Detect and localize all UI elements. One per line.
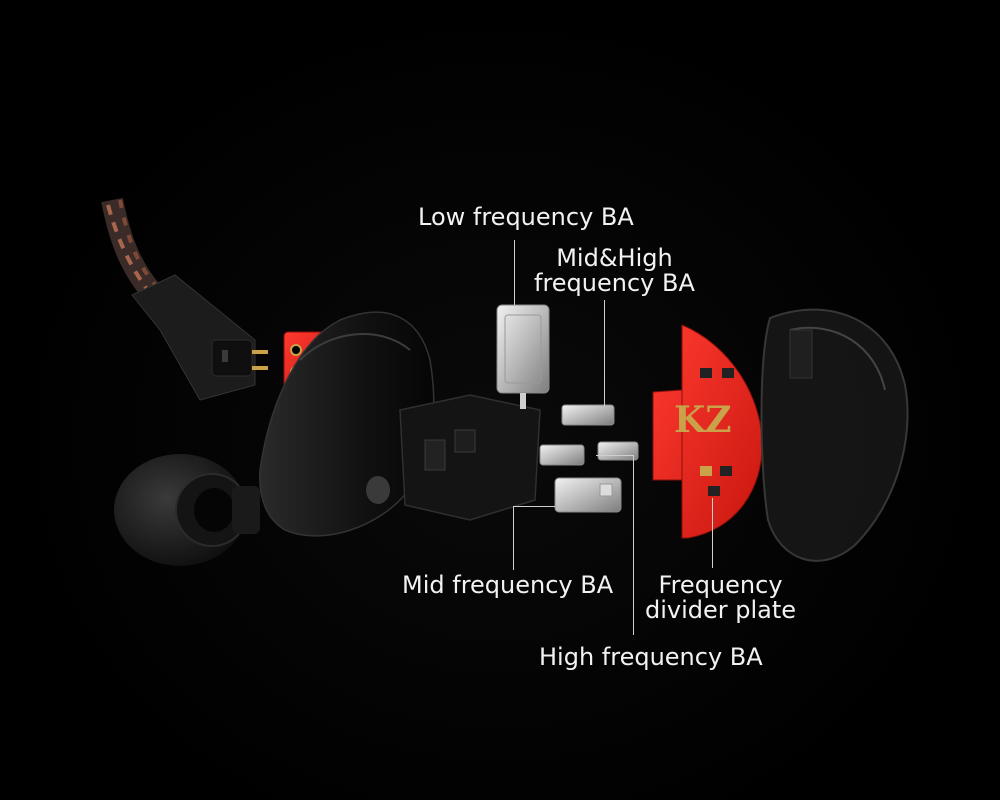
high-frequency-ba-driver: [597, 441, 639, 461]
label-mid-high-line1: Mid&High: [556, 244, 673, 272]
leader-divider: [712, 498, 713, 568]
kz-logo: KZ: [674, 399, 732, 441]
connector-plug: [131, 274, 268, 401]
leader-low: [514, 240, 515, 305]
label-mid-high-line2: frequency BA: [534, 269, 695, 298]
label-divider-line1: Frequency: [658, 571, 783, 599]
label-low-frequency-ba: Low frequency BA: [418, 203, 634, 231]
mid-frequency-ba-driver: [554, 477, 622, 513]
label-mid-frequency-ba: Mid frequency BA: [402, 571, 614, 599]
frequency-divider-plate: KZ: [652, 324, 763, 539]
leader-high-v: [633, 455, 634, 635]
cable: [101, 197, 159, 297]
mid-high-frequency-ba-driver: [561, 404, 615, 426]
label-divider-line2: divider plate: [645, 596, 797, 625]
leader-high-h: [596, 455, 634, 456]
faceplate-cover: [760, 308, 909, 562]
label-frequency-divider-plate: Frequency divider plate: [645, 571, 797, 625]
nozzle-housing: [399, 394, 541, 521]
low-frequency-ba-driver: [496, 304, 550, 409]
leader-midhigh: [604, 300, 605, 406]
leader-mid-h: [513, 506, 555, 507]
leader-mid-v: [513, 506, 514, 570]
mid-frequency-ba-driver-small: [539, 444, 585, 466]
ear-tip: [114, 454, 260, 566]
label-mid-high-frequency-ba: Mid&High frequency BA: [534, 244, 695, 298]
label-high-frequency-ba: High frequency BA: [539, 643, 763, 671]
